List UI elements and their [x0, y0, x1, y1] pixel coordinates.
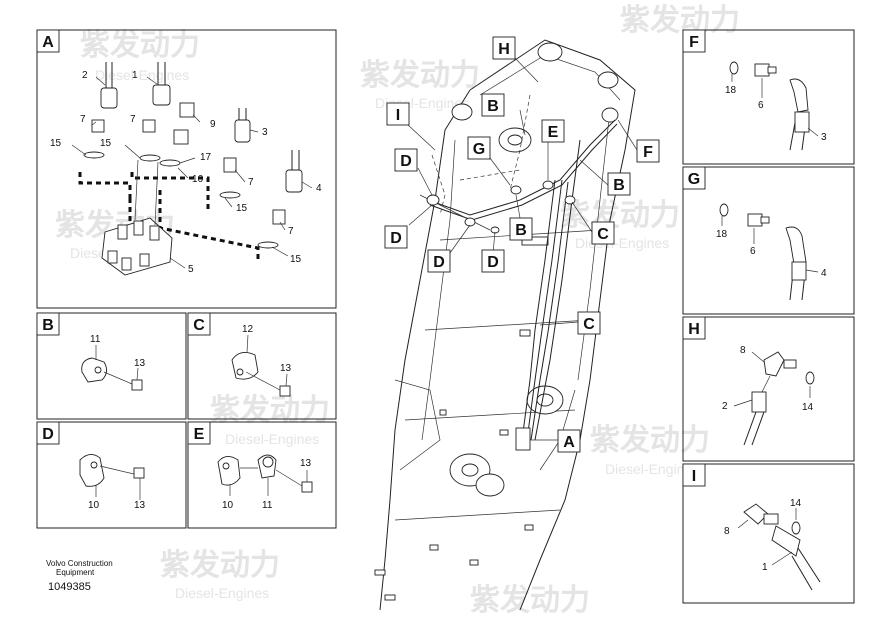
svg-text:18: 18: [716, 229, 728, 240]
svg-text:16: 16: [192, 174, 204, 185]
svg-text:4: 4: [316, 183, 322, 194]
panel-d: D 10 13: [36, 421, 187, 529]
panel-b: B 11 13: [36, 312, 187, 420]
panel-a: A: [36, 29, 337, 309]
svg-text:13: 13: [280, 363, 292, 374]
panel-f: F 18 6 3: [682, 29, 855, 165]
svg-text:3: 3: [262, 127, 268, 138]
svg-text:紫发动力: 紫发动力: [620, 3, 740, 38]
svg-text:Diesel-Engines: Diesel-Engines: [225, 431, 319, 447]
svg-text:E: E: [548, 124, 559, 141]
svg-text:12: 12: [242, 324, 254, 335]
svg-text:13: 13: [300, 458, 312, 469]
svg-text:A: A: [563, 434, 575, 451]
svg-text:10: 10: [222, 500, 234, 511]
svg-text:6: 6: [758, 100, 764, 111]
svg-text:B: B: [613, 177, 625, 194]
panel-i: I 14 8 1: [682, 463, 855, 604]
svg-text:13: 13: [134, 358, 146, 369]
svg-text:C: C: [597, 226, 609, 243]
svg-text:13: 13: [134, 500, 146, 511]
svg-text:Diesel-Engines: Diesel-Engines: [95, 67, 189, 83]
svg-text:15: 15: [100, 138, 112, 149]
maker-line-1: Volvo Construction: [46, 559, 113, 568]
svg-text:B: B: [42, 317, 54, 334]
svg-text:紫发动力: 紫发动力: [80, 28, 200, 63]
svg-text:3: 3: [821, 132, 827, 143]
svg-text:Diesel-Engines: Diesel-Engines: [605, 461, 699, 477]
svg-text:C: C: [583, 316, 595, 333]
svg-text:G: G: [688, 171, 700, 188]
svg-text:1: 1: [762, 562, 768, 573]
svg-text:紫发动力: 紫发动力: [590, 423, 710, 458]
svg-text:10: 10: [88, 500, 100, 511]
svg-text:7: 7: [288, 226, 294, 237]
panel-c: C 12 13: [187, 312, 337, 420]
svg-text:H: H: [498, 41, 510, 58]
svg-text:B: B: [515, 222, 527, 239]
svg-text:5: 5: [188, 264, 194, 275]
svg-text:G: G: [473, 141, 485, 158]
svg-text:15: 15: [236, 203, 248, 214]
svg-text:I: I: [692, 468, 696, 485]
svg-text:C: C: [193, 317, 205, 334]
svg-text:18: 18: [725, 85, 737, 96]
callout-boxes: H B I E G F D B D B C D D C A: [384, 36, 660, 453]
svg-text:D: D: [400, 153, 412, 170]
svg-text:11: 11: [90, 334, 101, 345]
svg-text:E: E: [194, 426, 205, 443]
panel-e: E 13 10 11: [187, 421, 337, 529]
svg-text:7: 7: [80, 114, 86, 125]
svg-text:F: F: [643, 144, 653, 161]
svg-text:8: 8: [740, 345, 746, 356]
svg-text:A: A: [42, 34, 54, 51]
maker-line-2: Equipment: [56, 568, 95, 577]
svg-text:1: 1: [132, 70, 138, 81]
svg-text:紫发动力: 紫发动力: [160, 548, 280, 583]
svg-text:7: 7: [248, 177, 254, 188]
svg-text:11: 11: [262, 500, 273, 511]
svg-text:D: D: [42, 426, 54, 443]
svg-text:F: F: [689, 34, 699, 51]
callout-leaders: [407, 57, 638, 441]
svg-text:D: D: [390, 230, 402, 247]
svg-text:D: D: [433, 254, 445, 271]
svg-text:6: 6: [750, 246, 756, 257]
svg-text:H: H: [688, 321, 700, 338]
footer: Volvo Construction Equipment 1049385: [46, 559, 113, 593]
svg-text:D: D: [487, 254, 499, 271]
svg-text:14: 14: [802, 402, 814, 413]
svg-text:4: 4: [821, 268, 827, 279]
svg-text:15: 15: [50, 138, 62, 149]
svg-text:紫发动力: 紫发动力: [360, 58, 480, 93]
svg-text:9: 9: [210, 119, 216, 130]
svg-text:2: 2: [722, 401, 728, 412]
svg-text:14: 14: [790, 498, 802, 509]
panel-h: H 8 2 14: [682, 316, 855, 462]
svg-text:15: 15: [290, 254, 302, 265]
svg-text:7: 7: [130, 114, 136, 125]
svg-text:紫发动力: 紫发动力: [210, 393, 330, 428]
panel-g: G 18 6 4: [682, 166, 855, 315]
svg-text:紫发动力: 紫发动力: [470, 583, 590, 618]
boom-drawing: [374, 39, 636, 611]
svg-text:Diesel-Engines: Diesel-Engines: [575, 235, 669, 251]
svg-text:I: I: [396, 107, 400, 124]
svg-text:2: 2: [82, 70, 88, 81]
drawing-number: 1049385: [48, 581, 91, 593]
svg-text:Diesel-Engines: Diesel-Engines: [175, 585, 269, 601]
svg-text:17: 17: [200, 152, 212, 163]
svg-text:紫发动力: 紫发动力: [560, 198, 680, 233]
svg-text:B: B: [487, 98, 499, 115]
svg-text:8: 8: [724, 526, 730, 537]
